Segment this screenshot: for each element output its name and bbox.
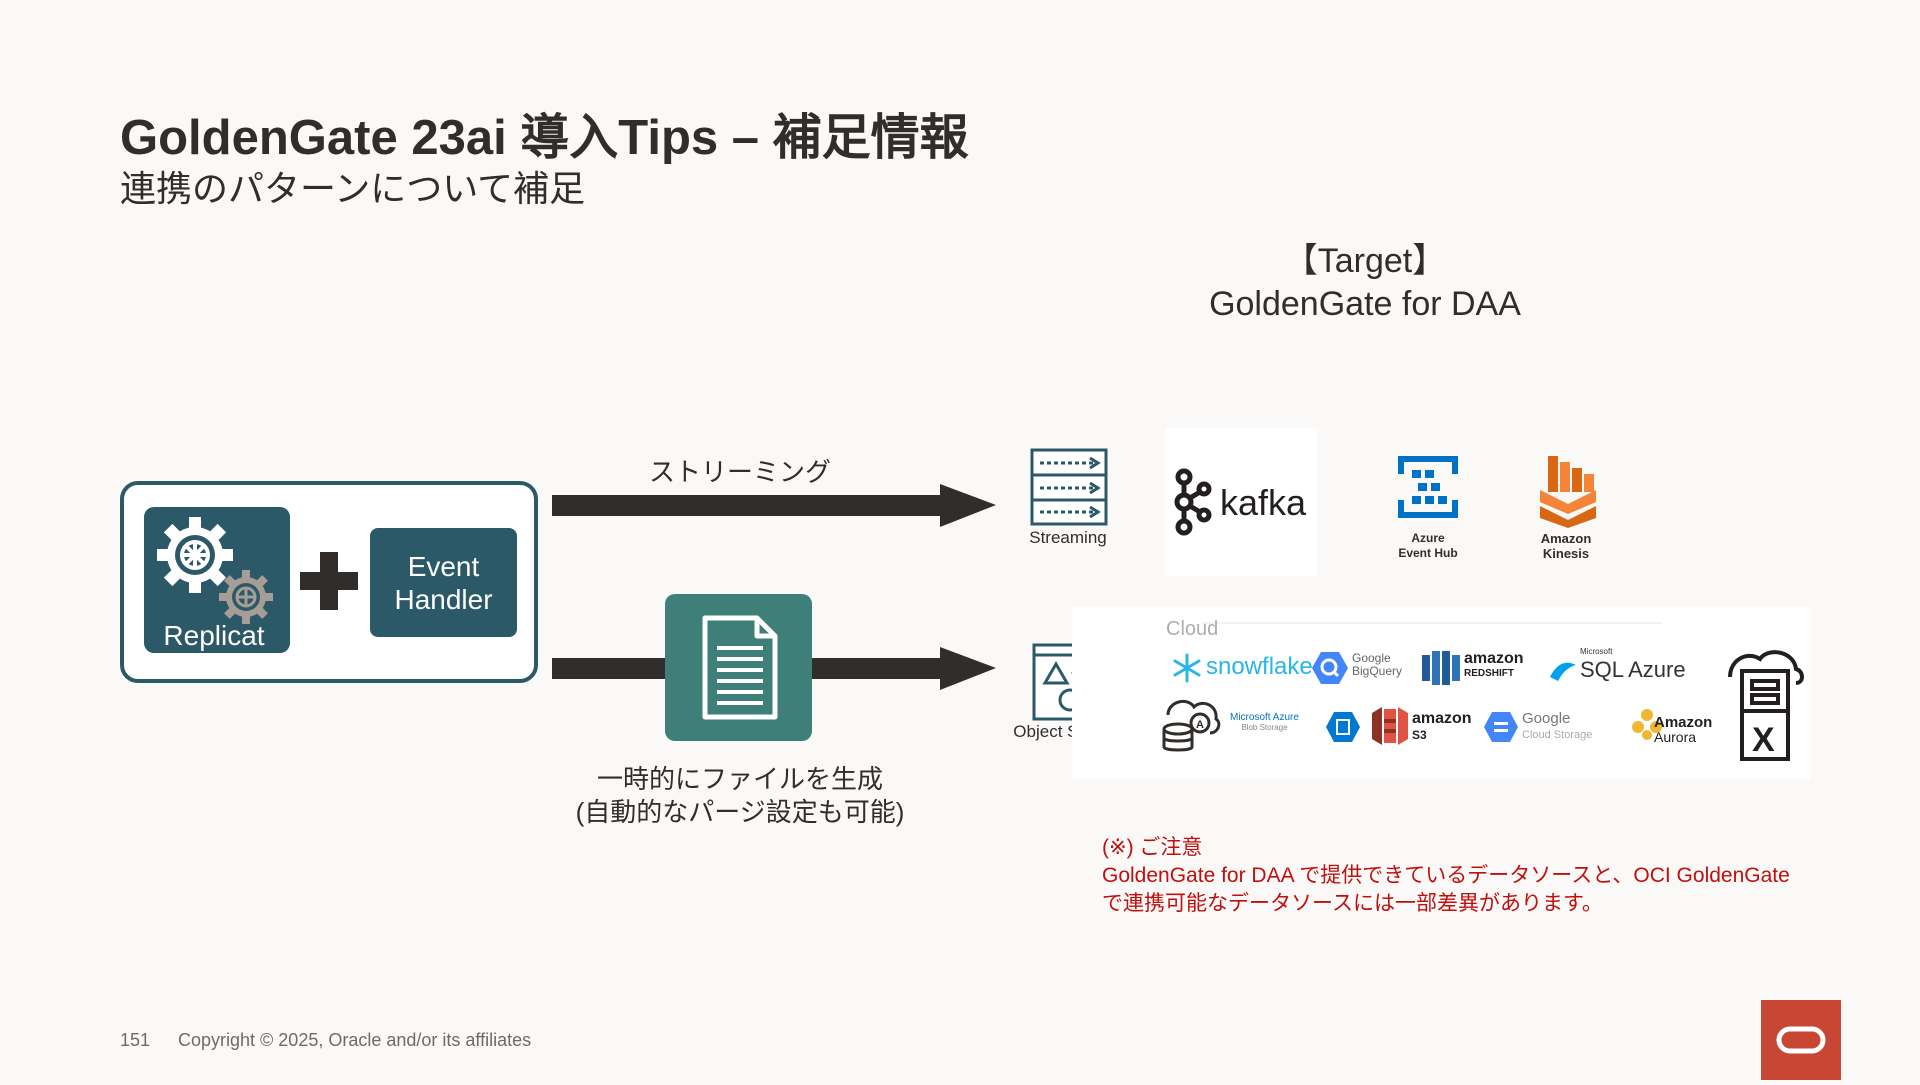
bigquery-wordmark: Google BigQuery	[1352, 652, 1402, 678]
google-cloud-storage-wordmark: Google Cloud Storage	[1522, 711, 1592, 743]
redshift-line1: amazon	[1464, 650, 1524, 667]
aurora-line1: Amazon	[1654, 714, 1713, 731]
streaming-flow-label: ストリーミング	[648, 457, 831, 487]
caution-note: (※) ご注意 GoldenGate for DAA で提供できているデータソー…	[1102, 834, 1790, 918]
temp-file-tile	[665, 594, 812, 741]
event-handler-line2: Handler	[394, 583, 493, 615]
cloud-file-server-icon: X	[1728, 650, 1804, 761]
oracle-o-icon	[1776, 1026, 1826, 1054]
kafka-wordmark: kafka	[1220, 482, 1307, 523]
kafka-icon	[1174, 468, 1212, 536]
gears-icon	[157, 517, 273, 624]
streaming-arrow	[552, 484, 996, 527]
target-heading: 【Target】 GoldenGate for DAA	[1180, 240, 1550, 326]
amazon-kinesis-icon	[1540, 456, 1596, 528]
sql-azure-small: Microsoft	[1580, 647, 1613, 656]
svg-text:A: A	[1196, 719, 1204, 731]
kinesis-label-line1: Amazon	[1540, 531, 1592, 546]
plus-icon	[300, 552, 358, 610]
temp-file-caption-line1: 一時的にファイルを生成	[596, 764, 883, 794]
replicat-tile	[144, 507, 290, 653]
cloud-targets-panel: snowflake Google BigQuery amazon REDSHIF…	[1072, 607, 1810, 779]
caution-note-line3: で連携可能なデータソースには一部差異があります。	[1102, 892, 1603, 915]
azure-blob-wordmark: Microsoft Azure Blob Storage	[1230, 713, 1299, 733]
cloud-divider	[1202, 622, 1662, 624]
cloud-label: Cloud	[1166, 618, 1219, 640]
azure-blob-line1: Microsoft Azure	[1230, 712, 1299, 723]
s3-line1: amazon	[1412, 710, 1472, 727]
streaming-label: Streaming	[1029, 528, 1107, 547]
oracle-logo	[1761, 1000, 1841, 1080]
page-number: 151	[120, 1030, 151, 1050]
kinesis-label-line2: Kinesis	[1542, 546, 1590, 561]
svg-text:X: X	[1752, 721, 1775, 759]
gcs-line1: Google	[1522, 710, 1571, 727]
aurora-line2: Aurora	[1654, 729, 1697, 745]
event-handler-line1: Event	[407, 550, 480, 582]
google-cloud-storage-icon	[1484, 712, 1518, 742]
kafka-logo: kafka	[1166, 428, 1317, 576]
amazon-aurora-icon	[1632, 709, 1662, 740]
azure-label-line2: Event Hub	[1398, 546, 1458, 560]
target-heading-line1: 【Target】	[1283, 242, 1447, 280]
event-handler-tile: Event Handler	[370, 528, 517, 637]
autonomous-database-icon: A	[1162, 699, 1221, 752]
replicat-label: Replicat	[163, 620, 265, 651]
redshift-wordmark: amazon REDSHIFT	[1464, 651, 1524, 681]
document-icon	[702, 615, 778, 720]
amazon-aurora-wordmark: Amazon Aurora	[1654, 715, 1712, 745]
caution-note-line2: GoldenGate for DAA で提供できているデータソースと、OCI G…	[1102, 864, 1790, 887]
gcs-line2: Cloud Storage	[1522, 729, 1593, 741]
azure-event-hub-label: Azure Event Hub	[1378, 531, 1478, 561]
target-heading-line2: GoldenGate for DAA	[1209, 285, 1521, 323]
amazon-kinesis-label: Amazon Kinesis	[1516, 531, 1616, 561]
amazon-s3-wordmark: amazon S3	[1412, 711, 1472, 743]
sql-azure-icon	[1550, 662, 1576, 681]
bigquery-icon	[1312, 652, 1348, 684]
bigquery-line1: Google	[1352, 651, 1391, 665]
snowflake-wordmark: snowflake	[1206, 653, 1313, 680]
redshift-line2: REDSHIFT	[1464, 668, 1514, 679]
bigquery-line2: BigQuery	[1352, 664, 1403, 678]
page-subtitle: 連携のパターンについて補足	[120, 168, 586, 209]
azure-label-line1: Azure	[1411, 531, 1445, 545]
azure-event-hub-icon	[1398, 456, 1458, 518]
sql-azure-wordmark: SQL Azure	[1580, 657, 1686, 682]
caution-note-heading: (※) ご注意	[1102, 836, 1203, 859]
temp-file-caption: 一時的にファイルを生成 (自動的なパージ設定も可能)	[540, 763, 940, 829]
redshift-icon	[1422, 651, 1460, 685]
temp-file-caption-line2: (自動的なパージ設定も可能)	[575, 797, 905, 827]
streaming-icon	[1030, 448, 1108, 526]
azure-blob-line2: Blob Storage	[1241, 723, 1288, 732]
s3-line2: S3	[1412, 728, 1427, 742]
snowflake-icon	[1173, 653, 1201, 683]
copyright-text: Copyright © 2025, Oracle and/or its affi…	[178, 1030, 532, 1050]
azure-blob-icon	[1326, 712, 1360, 742]
page-title: GoldenGate 23ai 導入Tips – 補足情報	[120, 111, 969, 165]
amazon-s3-icon	[1372, 707, 1408, 745]
